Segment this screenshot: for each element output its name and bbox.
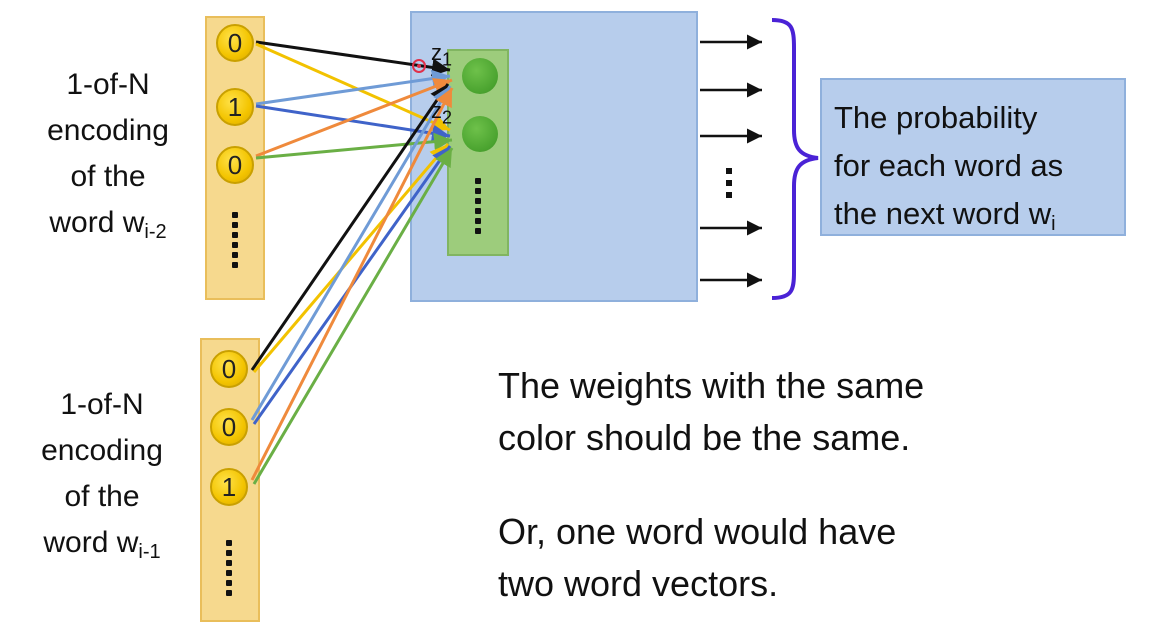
edge-bot1-z1 bbox=[250, 85, 452, 421]
top-encoding-label: 1-of-N encoding of the word wi-2 bbox=[8, 62, 208, 255]
bottom-label-line-2: encoding bbox=[41, 434, 163, 467]
note-1-line-2: color should be the same. bbox=[498, 417, 911, 458]
hidden-node-z2 bbox=[462, 116, 498, 152]
hidden-layer-ellipsis bbox=[475, 178, 483, 238]
cursor-marker bbox=[412, 59, 426, 73]
output-text-line-1: The probability bbox=[834, 100, 1038, 135]
note-1-line-1: The weights with the same bbox=[498, 365, 925, 406]
top-label-subscript: i-2 bbox=[144, 221, 167, 243]
bottom-input-node-3: 1 bbox=[210, 468, 248, 506]
bottom-input-node-2: 0 bbox=[210, 408, 248, 446]
hidden-node-z1 bbox=[462, 58, 498, 94]
bottom-encoding-label: 1-of-N encoding of the word wi-1 bbox=[2, 382, 202, 575]
note-same-weights: The weights with the same color should b… bbox=[498, 360, 924, 464]
z1-label: z1 bbox=[431, 40, 453, 70]
bottom-label-subscript: i-1 bbox=[138, 541, 161, 563]
edge-bot0-z1 bbox=[250, 83, 450, 371]
z2-subscript: 2 bbox=[442, 107, 453, 128]
bottom-label-line-3: of the bbox=[64, 480, 140, 513]
output-brace bbox=[771, 18, 819, 300]
top-label-line-2: encoding bbox=[47, 114, 169, 147]
top-input-node-3: 0 bbox=[216, 146, 254, 184]
top-label-line-3: of the bbox=[70, 160, 146, 193]
output-word: the next word w bbox=[834, 196, 1052, 231]
z2-label: z2 bbox=[431, 98, 453, 128]
edge-top1-z2 bbox=[255, 104, 451, 143]
output-probability-box: The probability for each word as the nex… bbox=[820, 78, 1126, 236]
note-2-line-2: two word vectors. bbox=[498, 563, 779, 604]
top-label-line-4: word wi-2 bbox=[8, 200, 208, 255]
bottom-input-ellipsis bbox=[226, 540, 234, 600]
top-label-line-1: 1-of-N bbox=[66, 68, 150, 101]
top-label-word: word w bbox=[49, 206, 145, 239]
output-subscript: i bbox=[1051, 213, 1056, 235]
z1-subscript: 1 bbox=[442, 49, 453, 70]
top-input-node-2: 1 bbox=[216, 88, 254, 126]
bottom-label-line-1: 1-of-N bbox=[60, 388, 144, 421]
edge-top1-z1 bbox=[255, 69, 451, 106]
note-2-line-1: Or, one word would have bbox=[498, 511, 897, 552]
bottom-input-node-1: 0 bbox=[210, 350, 248, 388]
bottom-label-line-4: word wi-1 bbox=[2, 520, 202, 575]
output-text-line-2: for each word as bbox=[834, 148, 1064, 183]
top-input-node-1: 0 bbox=[216, 24, 254, 62]
edge-top2-z2 bbox=[255, 132, 453, 160]
bottom-label-word: word w bbox=[43, 526, 139, 559]
output-text-line-3: the next word wi bbox=[834, 190, 1114, 248]
edge-bot2-z1 bbox=[250, 87, 454, 481]
edge-top0-z2 bbox=[255, 42, 451, 132]
note-two-vectors: Or, one word would have two word vectors… bbox=[498, 506, 896, 610]
top-input-ellipsis bbox=[232, 212, 240, 272]
edge-top2-z1 bbox=[255, 78, 453, 158]
edge-bot0-z2 bbox=[252, 143, 450, 373]
output-ellipsis bbox=[726, 168, 732, 198]
edge-bot2-z2 bbox=[252, 147, 454, 485]
